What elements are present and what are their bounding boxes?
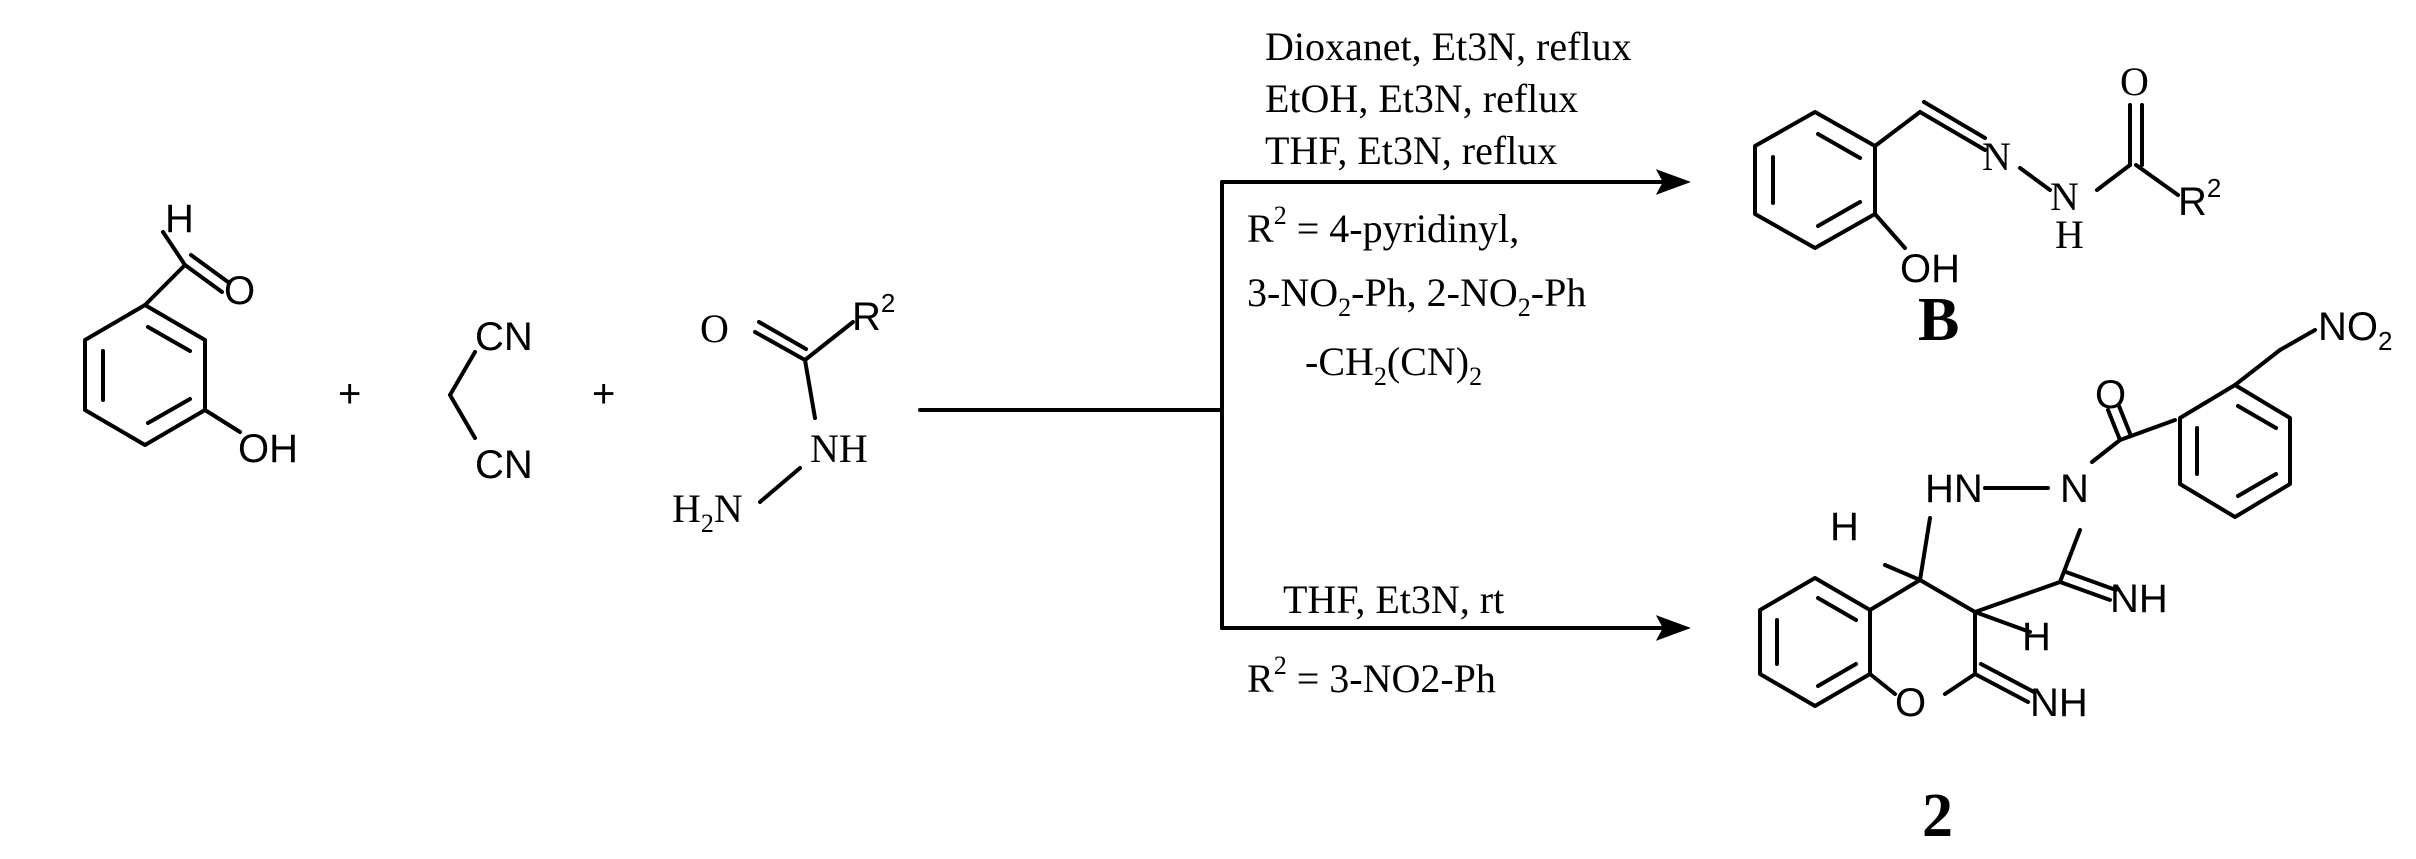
reaction-arrows — [918, 169, 1691, 641]
hydrazide-o-label: O — [700, 306, 729, 351]
r2-lower-substituent: R2 = 3-NO2-Ph — [1247, 651, 1496, 701]
hydrazide-nh-label: NH — [810, 426, 868, 471]
product-b-r-label: R2 — [2178, 173, 2221, 224]
product-2-hn-label: HN — [1925, 467, 1983, 511]
malononitrile-structure: CN CN — [448, 315, 533, 487]
plus-sign-2: + — [592, 372, 615, 416]
product-2-label: 2 — [1922, 782, 1953, 850]
product-b-label: B — [1918, 286, 1959, 354]
condition-thf-reflux: THF, Et3N, reflux — [1265, 128, 1557, 173]
product-2-ring-o-label: O — [1895, 681, 1926, 725]
malononitrile-cn-bottom: CN — [475, 443, 533, 487]
product-b-n2-label: N — [2050, 174, 2079, 219]
product-b-nh-h-label: H — [2055, 212, 2084, 257]
product-2-carbonyl-o-label: O — [2095, 373, 2126, 417]
product-2-no2-label: NO2 — [2318, 305, 2392, 356]
r2-substituents-line1: R2 = 4-pyridinyl, — [1247, 201, 1519, 251]
plus-sign-1: + — [338, 372, 361, 416]
hydrazide-structure: O R2 NH H2N — [672, 288, 895, 538]
product-b-structure: O N N H R2 OH B — [1753, 59, 2221, 354]
product-2-structure: NO2 O HN N H NH H NH O 2 — [1758, 305, 2392, 850]
condition-thf-rt: THF, Et3N, rt — [1283, 577, 1504, 622]
upper-conditions: Dioxanet, Et3N, reflux EtOH, Et3N, reflu… — [1247, 24, 1632, 391]
product-2-h-left-label: H — [1830, 505, 1859, 549]
product-2-nh-upper-label: NH — [2110, 577, 2168, 621]
product-b-oh-label: OH — [1900, 247, 1960, 291]
product-2-h-right-label: H — [2022, 615, 2051, 659]
hydrazide-h2n-label: H2N — [672, 486, 743, 538]
salicylaldehyde-structure: H O OH — [83, 197, 298, 471]
r2-substituents-line3: -CH2(CN)2 — [1305, 339, 1482, 391]
lower-conditions: THF, Et3N, rt R2 = 3-NO2-Ph — [1247, 577, 1504, 701]
product-2-n-label: N — [2060, 467, 2089, 511]
product-b-o-label: O — [2120, 59, 2149, 104]
aldehyde-o-label: O — [224, 269, 255, 313]
hydrazide-r-label: R2 — [852, 288, 895, 339]
product-b-n1-label: N — [1982, 134, 2011, 179]
malononitrile-cn-top: CN — [475, 315, 533, 359]
aldehyde-h-label: H — [165, 197, 194, 241]
product-2-nh-lower-label: NH — [2030, 681, 2088, 725]
condition-ethanol: EtOH, Et3N, reflux — [1265, 76, 1578, 121]
aldehyde-oh-label: OH — [238, 427, 298, 471]
r2-substituents-line2: 3-NO2-Ph, 2-NO2-Ph — [1247, 270, 1586, 322]
condition-dioxane: Dioxanet, Et3N, reflux — [1265, 24, 1632, 69]
